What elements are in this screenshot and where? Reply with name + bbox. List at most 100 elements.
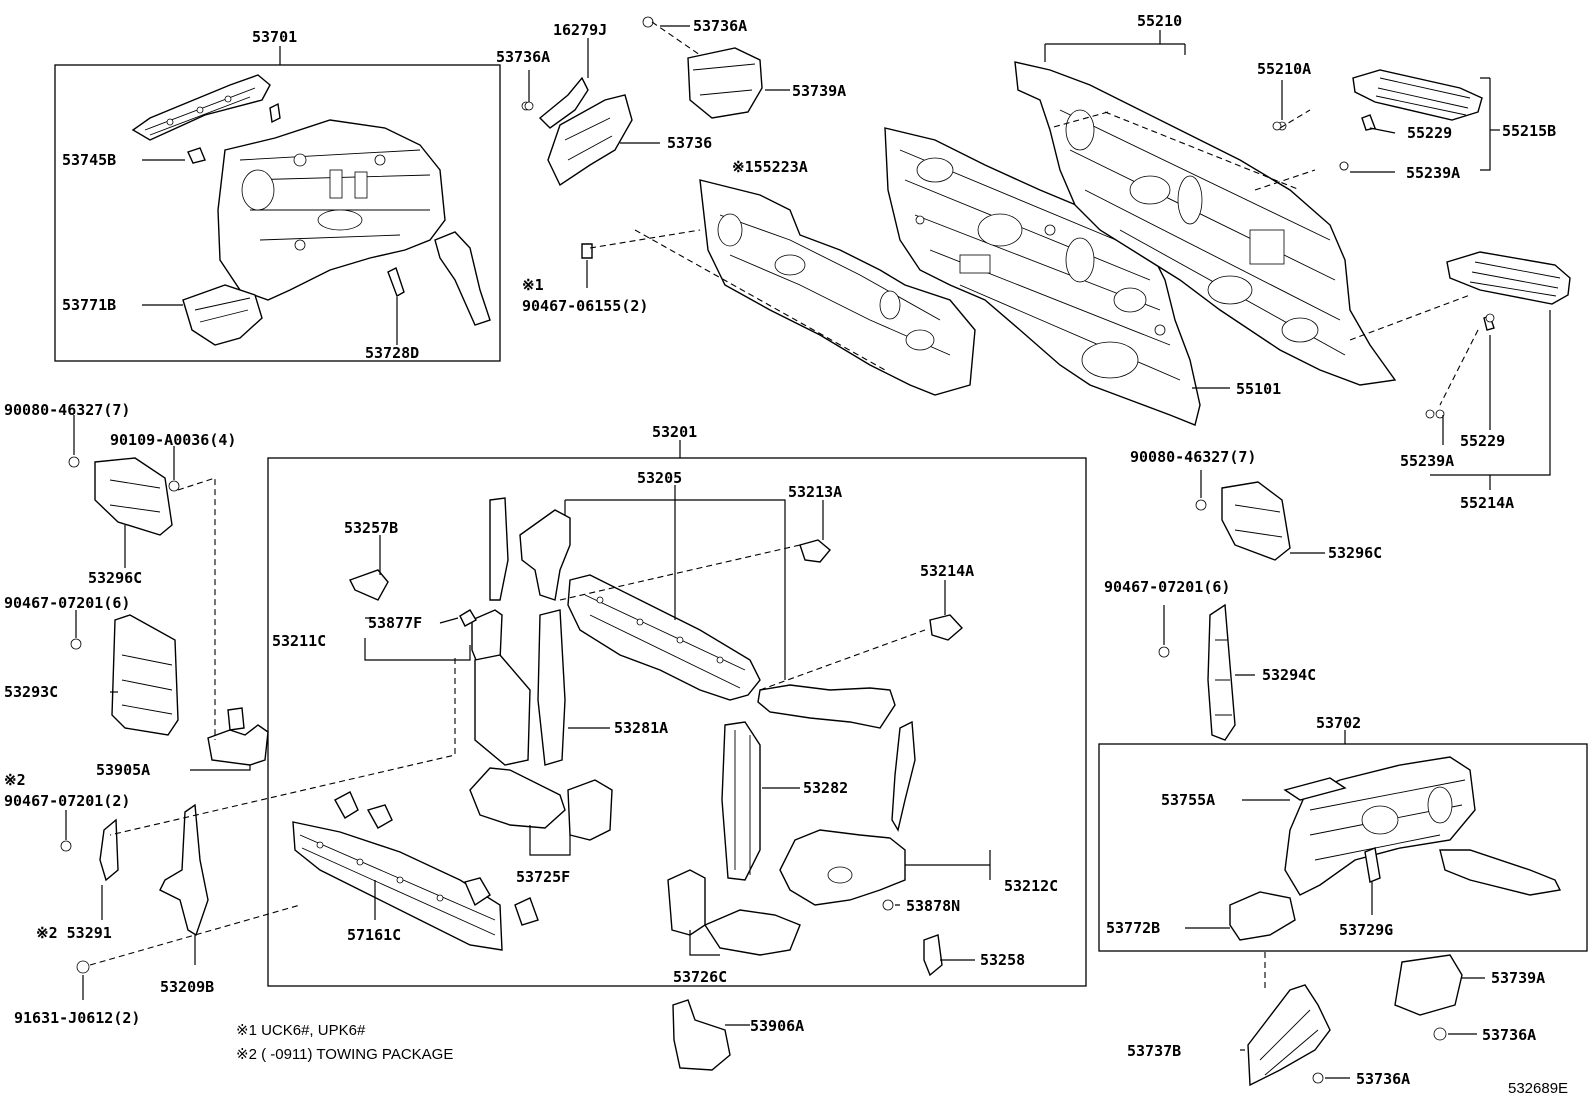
part-53772B — [1229, 891, 1296, 941]
label-53201: 53201 — [652, 423, 697, 441]
part-53771B — [182, 284, 263, 346]
label-53213A: 53213A — [788, 483, 842, 501]
part-53296C-right-plate — [1195, 481, 1291, 561]
label-53214A: 53214A — [920, 562, 974, 580]
part-53725F — [469, 767, 613, 841]
part-53702-apron — [1283, 756, 1562, 896]
label-90080-46327-right: 90080-46327(7) — [1130, 448, 1256, 466]
part-53211C-side-bracket — [471, 497, 509, 671]
label-53701: 53701 — [252, 28, 297, 46]
label-53737B: 53737B — [1127, 1042, 1181, 1060]
part-55210-dash-silencer — [1014, 61, 1397, 386]
label-53736A-bottom1: 53736A — [1482, 1026, 1536, 1044]
part-53906A — [672, 999, 731, 1071]
label-53212C: 53212C — [1004, 877, 1058, 895]
label-91631-J0612: 91631-J0612(2) — [14, 1009, 140, 1027]
part-55223A-insulator — [581, 179, 976, 396]
label-53772B: 53772B — [1106, 919, 1160, 937]
group-box-53701 — [54, 64, 501, 362]
label-53725F: 53725F — [516, 868, 570, 886]
label-53726C: 53726C — [673, 968, 727, 986]
part-53728D — [387, 267, 405, 298]
label-55101: 55101 — [1236, 380, 1281, 398]
label-16279J: 16279J — [553, 21, 607, 39]
footnotes: ※1 UCK6#, UPK6# ※2 ( -0911) TOWING PACKA… — [236, 1022, 1568, 1097]
label-55214A: 55214A — [1460, 494, 1514, 512]
part-53877F — [459, 609, 477, 627]
label-53282: 53282 — [803, 779, 848, 797]
label-53877F: 53877F — [368, 614, 422, 632]
label-55223A: ※155223A — [732, 158, 808, 176]
label-53211C: 53211C — [272, 632, 326, 650]
part-53701-apron — [131, 74, 491, 326]
label-53739A-bottom: 53739A — [1491, 969, 1545, 987]
label-53205: 53205 — [637, 469, 682, 487]
part-55215B-mat — [1339, 69, 1483, 171]
label-53293C: 53293C — [4, 683, 58, 701]
label-53906A: 53906A — [750, 1017, 804, 1035]
label-53771B: 53771B — [62, 296, 116, 314]
label-55239A-a: 55239A — [1406, 164, 1460, 182]
part-53205-upper-support — [519, 509, 896, 729]
leader-lines — [65, 25, 1551, 1079]
part-53726C — [667, 869, 801, 956]
label-note2-mark: ※2 — [4, 771, 26, 789]
label-53745B: 53745B — [62, 151, 116, 169]
part-labels: 53701 53745B 53771B 53728D 53736A 16279J… — [4, 12, 1556, 1088]
label-53736A-top2: 53736A — [693, 17, 747, 35]
footnote-1: ※1 UCK6#, UPK6# — [236, 1022, 366, 1039]
label-55229-a: 55229 — [1407, 124, 1452, 142]
label-90467-07201-6-right: 90467-07201(6) — [1104, 578, 1230, 596]
label-53291: ※2 53291 — [36, 924, 112, 942]
footnote-2: ※2 ( -0911) TOWING PACKAGE — [236, 1046, 453, 1063]
part-53293C-bracket — [70, 614, 179, 736]
label-55210A: 55210A — [1257, 60, 1311, 78]
part-55101-dash-panel — [884, 127, 1201, 426]
part-53209B-bracket — [76, 803, 209, 974]
label-note1-mark: ※1 — [522, 276, 544, 294]
illustration-id: 532689E — [1508, 1080, 1568, 1097]
label-53258: 53258 — [980, 951, 1025, 969]
label-90467-07201-2: 90467-07201(2) — [4, 792, 130, 810]
label-53702: 53702 — [1316, 714, 1361, 732]
group-box-53702 — [1098, 743, 1588, 952]
part-53281A-support — [474, 609, 566, 766]
label-55229-b: 55229 — [1460, 432, 1505, 450]
label-53736A-bottom2: 53736A — [1356, 1070, 1410, 1088]
part-53736-cover — [547, 94, 633, 187]
label-53905A: 53905A — [96, 761, 150, 779]
label-55215B: 55215B — [1502, 122, 1556, 140]
label-53729G: 53729G — [1339, 921, 1393, 939]
part-53291-bracket — [60, 818, 119, 882]
label-53296C-right: 53296C — [1328, 544, 1382, 562]
fastener-bolts — [524, 101, 1495, 419]
label-53257B: 53257B — [344, 519, 398, 537]
part-53282-support — [721, 721, 761, 881]
part-53729G — [1364, 847, 1381, 883]
part-53905A-bracket — [207, 707, 269, 766]
label-57161C: 57161C — [347, 926, 401, 944]
part-53737B-shield — [1247, 984, 1331, 1087]
label-53739A-top: 53739A — [792, 82, 846, 100]
part-53257B — [349, 569, 389, 601]
label-53209B: 53209B — [160, 978, 214, 996]
part-53739A-top-shield — [642, 16, 763, 119]
label-90109-A0036: 90109-A0036(4) — [110, 431, 236, 449]
label-53296C-left: 53296C — [88, 569, 142, 587]
part-57161C-lower-support — [292, 791, 539, 951]
part-53214A — [929, 614, 964, 641]
label-53736A-top: 53736A — [496, 48, 550, 66]
label-90467-07201-6-left: 90467-07201(6) — [4, 594, 130, 612]
part-53213A — [799, 539, 831, 563]
label-90080-46327-left: 90080-46327(7) — [4, 401, 130, 419]
dashed-reference-lines — [89, 21, 1479, 990]
group-box-53201 — [267, 457, 1087, 987]
label-53878N: 53878N — [906, 897, 960, 915]
label-53728D: 53728D — [365, 344, 419, 362]
part-55214A-mat — [1425, 251, 1571, 419]
part-53739A-bottom-shield — [1394, 954, 1463, 1041]
part-53212C-side-support — [779, 720, 916, 911]
label-53755A: 53755A — [1161, 791, 1215, 809]
